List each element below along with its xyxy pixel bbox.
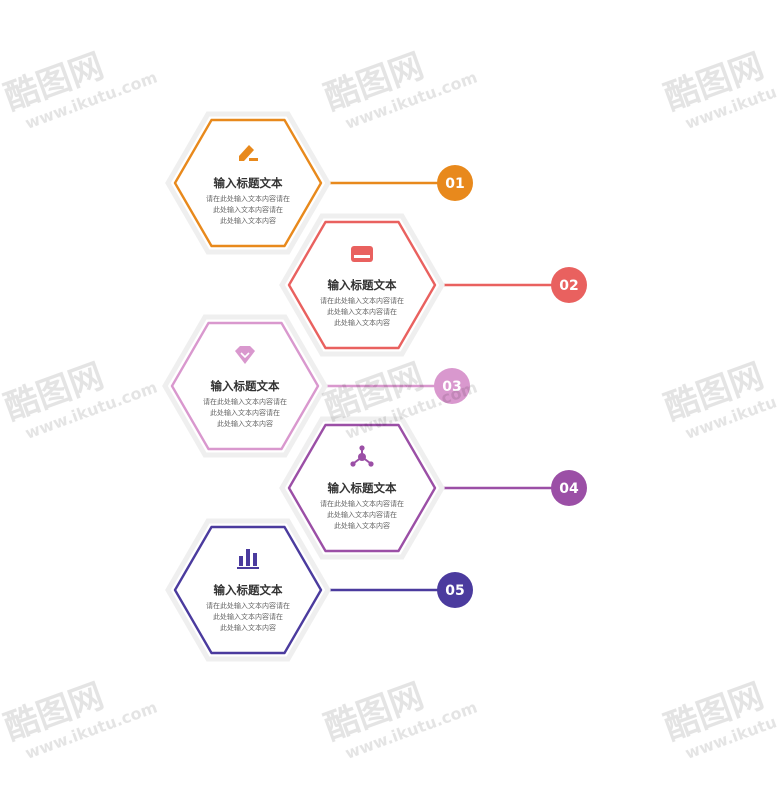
hexagon bbox=[173, 118, 323, 248]
step-description-line: 此处输入文本内容 bbox=[220, 623, 276, 632]
number-badge-label: 05 bbox=[445, 583, 464, 599]
step-description-line: 请在此处输入文本内容请在 bbox=[320, 499, 404, 508]
step-title: 输入标题文本 bbox=[214, 176, 283, 190]
step-description-line: 请在此处输入文本内容请在 bbox=[203, 397, 287, 406]
number-badge-label: 04 bbox=[559, 481, 579, 497]
hexagon bbox=[173, 525, 323, 655]
step-title: 输入标题文本 bbox=[214, 583, 283, 597]
step-description-line: 请在此处输入文本内容请在 bbox=[320, 296, 404, 305]
number-badge-label: 02 bbox=[559, 278, 578, 294]
number-badge bbox=[551, 470, 587, 506]
number-badge-label: 01 bbox=[445, 176, 464, 192]
step-title: 输入标题文本 bbox=[328, 278, 397, 292]
drive-icon bbox=[351, 246, 373, 262]
step-description-line: 此处输入文本内容 bbox=[217, 419, 273, 428]
step-description-line: 请在此处输入文本内容请在 bbox=[206, 194, 290, 203]
hexagon bbox=[287, 423, 437, 553]
step-description-line: 此处输入文本内容请在 bbox=[213, 205, 283, 214]
number-badge-label: 03 bbox=[442, 379, 461, 395]
bar-chart-icon bbox=[237, 549, 259, 569]
step-description-line: 请在此处输入文本内容请在 bbox=[206, 601, 290, 610]
step-description-line: 此处输入文本内容请在 bbox=[327, 307, 397, 316]
step-title: 输入标题文本 bbox=[211, 379, 280, 393]
diamond-icon bbox=[235, 346, 255, 364]
step-description-line: 此处输入文本内容请在 bbox=[327, 510, 397, 519]
step-description-line: 此处输入文本内容请在 bbox=[210, 408, 280, 417]
molecule-icon bbox=[350, 445, 374, 467]
step-description-line: 此处输入文本内容 bbox=[334, 318, 390, 327]
step-title: 输入标题文本 bbox=[328, 481, 397, 495]
number-badge bbox=[437, 572, 473, 608]
hexagon bbox=[170, 321, 320, 451]
step-description-line: 此处输入文本内容 bbox=[334, 521, 390, 530]
hexagon bbox=[287, 220, 437, 350]
steps-layer: 输入标题文本请在此处输入文本内容请在此处输入文本内容请在此处输入文本内容01输入… bbox=[162, 111, 587, 662]
step-description-line: 此处输入文本内容 bbox=[220, 216, 276, 225]
pen-icon bbox=[239, 145, 258, 161]
number-badge bbox=[551, 267, 587, 303]
number-badge bbox=[437, 165, 473, 201]
step-description-line: 此处输入文本内容请在 bbox=[213, 612, 283, 621]
number-badge bbox=[434, 368, 470, 404]
